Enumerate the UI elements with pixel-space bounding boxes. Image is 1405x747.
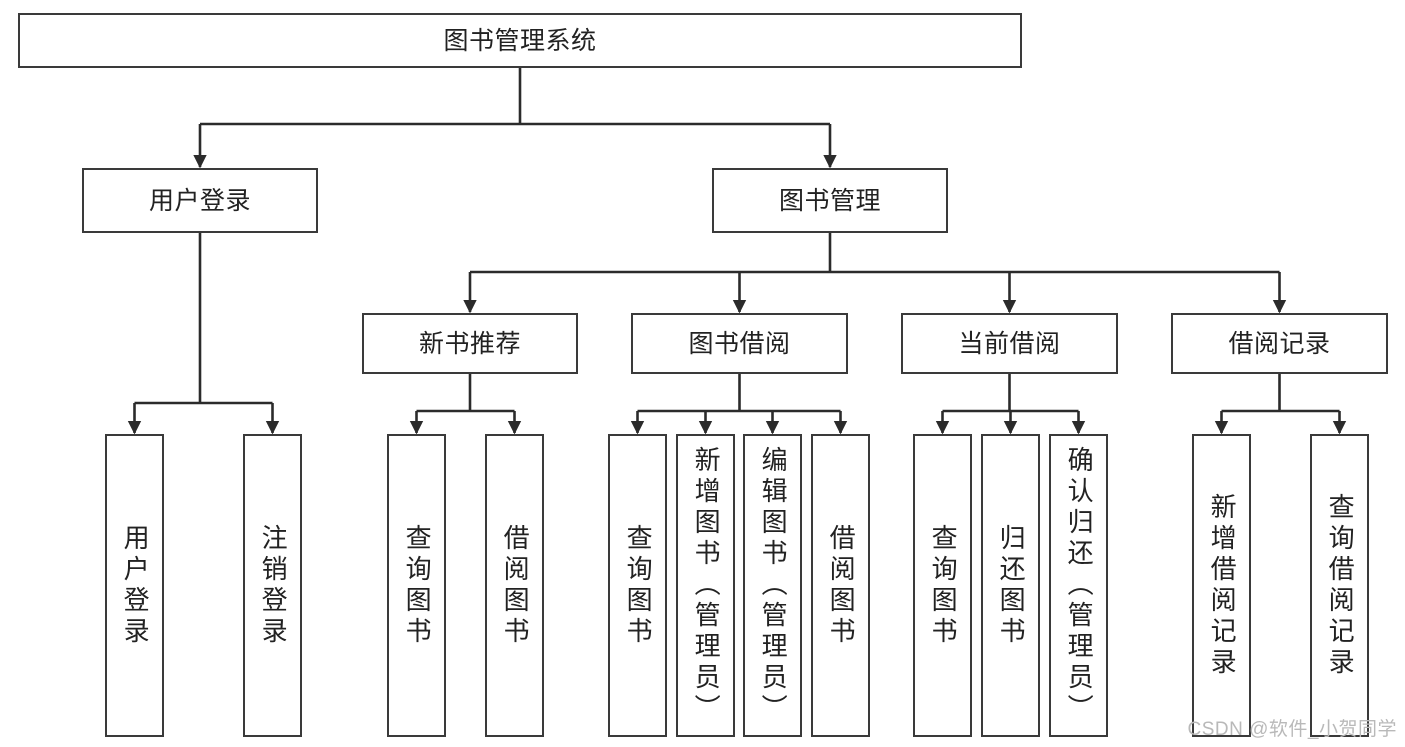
leaf-node-2-label: 查询图书 [402, 523, 433, 648]
leaf-node-0[interactable]: 用户登录 [105, 434, 164, 737]
leaf-node-12-label: 查询借阅记录 [1325, 492, 1356, 679]
leaf-node-3-label: 借阅图书 [500, 523, 531, 648]
leaf-node-11-label: 新增借阅记录 [1207, 492, 1238, 679]
level3-node-1-label: 图书借阅 [688, 329, 791, 358]
leaf-node-2[interactable]: 查询图书 [387, 434, 446, 737]
leaf-node-4-label: 查询图书 [623, 523, 654, 648]
leaf-node-10[interactable]: 确认归还（管理员） [1049, 434, 1108, 737]
level2-node-1[interactable]: 图书管理 [712, 168, 948, 233]
leaf-node-1-label: 注销登录 [258, 523, 289, 648]
leaf-node-9[interactable]: 归还图书 [981, 434, 1040, 737]
csdn-watermark: CSDN @软件_小贺同学 [1187, 719, 1397, 740]
level3-node-3[interactable]: 借阅记录 [1171, 313, 1388, 374]
level3-node-0-label: 新书推荐 [418, 329, 521, 358]
leaf-node-9-label: 归还图书 [996, 523, 1027, 648]
level3-node-2-label: 当前借阅 [958, 329, 1061, 358]
leaf-node-5-label: 新增图书（管理员） [691, 446, 722, 725]
leaf-node-4[interactable]: 查询图书 [608, 434, 667, 737]
leaf-node-0-label: 用户登录 [120, 523, 151, 648]
leaf-node-10-label: 确认归还（管理员） [1064, 446, 1095, 725]
leaf-node-12[interactable]: 查询借阅记录 [1310, 434, 1369, 737]
leaf-node-3[interactable]: 借阅图书 [485, 434, 544, 737]
level3-node-3-label: 借阅记录 [1228, 329, 1331, 358]
root-node-book-management-system[interactable]: 图书管理系统 [18, 13, 1022, 68]
level2-node-0[interactable]: 用户登录 [82, 168, 318, 233]
level3-node-1[interactable]: 图书借阅 [631, 313, 848, 374]
leaf-node-8-label: 查询图书 [928, 523, 959, 648]
leaf-node-1[interactable]: 注销登录 [243, 434, 302, 737]
leaf-node-6-label: 编辑图书（管理员） [758, 446, 789, 725]
leaf-node-7-label: 借阅图书 [826, 523, 857, 648]
level3-node-0[interactable]: 新书推荐 [362, 313, 578, 374]
level3-node-2[interactable]: 当前借阅 [901, 313, 1118, 374]
level2-node-1-label: 图书管理 [778, 186, 881, 215]
leaf-node-8[interactable]: 查询图书 [913, 434, 972, 737]
leaf-node-11[interactable]: 新增借阅记录 [1192, 434, 1251, 737]
leaf-node-5[interactable]: 新增图书（管理员） [676, 434, 735, 737]
root-node-book-management-system-label: 图书管理系统 [443, 26, 597, 55]
leaf-node-7[interactable]: 借阅图书 [811, 434, 870, 737]
level2-node-0-label: 用户登录 [148, 186, 251, 215]
leaf-node-6[interactable]: 编辑图书（管理员） [743, 434, 802, 737]
